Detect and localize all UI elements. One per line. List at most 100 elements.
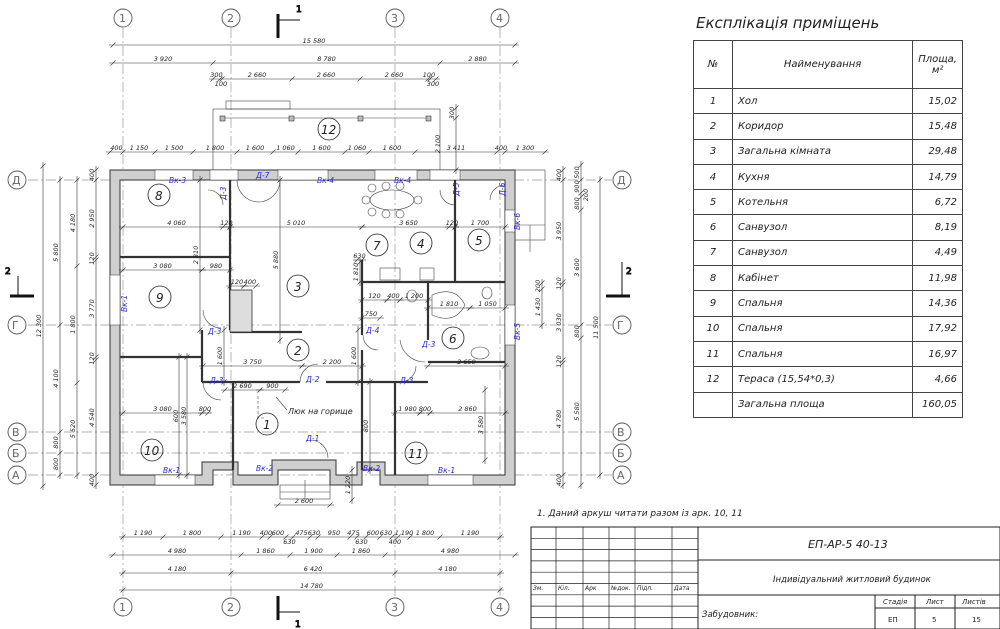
svg-text:2: 2	[227, 12, 234, 25]
axis-3-bottom: 3	[385, 597, 405, 617]
dimension-label: 200	[582, 189, 590, 201]
svg-text:3: 3	[391, 12, 398, 25]
dimension-label: 1 810	[352, 263, 360, 282]
attic-hatch-label: Люк на горище	[287, 407, 353, 416]
row-area: 15,48	[912, 113, 963, 140]
header-area: Площа, м²	[912, 40, 963, 89]
dimension-label: 120	[446, 219, 458, 227]
svg-text:А: А	[617, 469, 625, 482]
svg-text:2: 2	[5, 267, 11, 277]
title-block-column-label: Арк	[584, 585, 597, 592]
dimension-label: 4 540	[88, 408, 96, 427]
svg-text:11: 11	[408, 447, 423, 461]
dimension-label: 1 190	[232, 529, 251, 537]
dimension-label: 14 780	[300, 582, 323, 590]
room-marker-8: 8	[147, 183, 171, 207]
row-number	[693, 391, 733, 418]
dimension-label: 3 030	[555, 313, 563, 332]
dimension-label: 4 060	[167, 219, 186, 227]
door-label: Д-2	[305, 375, 320, 384]
explication-title: Експлікація приміщень	[696, 14, 880, 32]
row-area: 14,79	[912, 163, 963, 191]
dimension-label: 5 800	[52, 243, 60, 262]
row-name: Загальна площа	[731, 391, 914, 418]
dimension-label: 900	[266, 382, 278, 390]
dining-table	[369, 189, 415, 211]
door-label: Д-1	[305, 434, 319, 443]
window-label: Вк-4	[317, 176, 334, 185]
dimension-label: 1 900	[304, 547, 323, 555]
dimension-label: 4 780	[555, 410, 563, 429]
row-name: Санвузол	[731, 239, 914, 267]
dimension-label: 1 860	[256, 547, 275, 555]
dimension-label: 3 580	[180, 407, 188, 426]
shower	[431, 291, 466, 319]
stove	[419, 267, 435, 281]
axis-bubbles: 1 2 3 4 1 2 3 4 Д Г В Б А Д Г В Б А	[7, 8, 632, 617]
dimension-label: 300	[210, 71, 222, 79]
room-marker-1: 1	[255, 412, 279, 436]
dimension-label: 1 060	[276, 144, 295, 152]
svg-text:3: 3	[294, 280, 302, 294]
dimension-label: 3 750	[243, 358, 262, 366]
title-block-column-label: Дата	[673, 585, 690, 592]
svg-text:10: 10	[144, 444, 160, 458]
dimension-label: 1 150	[130, 144, 149, 152]
svg-text:А: А	[12, 469, 20, 482]
dimension-label: 2 660	[317, 71, 336, 79]
dimension-label: 400	[110, 144, 122, 152]
dimension-label: 800	[199, 405, 211, 413]
axis-V-right: В	[612, 422, 632, 442]
dimension-label: 1 600	[246, 144, 265, 152]
dimension-label: 400	[88, 169, 96, 181]
room-marker-2: 2	[286, 338, 310, 362]
svg-text:Д: Д	[617, 174, 626, 187]
row-area: 11,98	[912, 265, 963, 292]
room-markers: 1 2 3 4 5 6 7 8 9 10 11 12	[140, 117, 491, 465]
window-label: Вк-5	[513, 323, 522, 340]
axis-2-top: 2	[221, 8, 241, 28]
dimension-label: 400	[88, 474, 96, 486]
axis-1-bottom: 1	[113, 597, 133, 617]
dimension-label: 100	[215, 80, 227, 88]
dimension-label: 1 190	[134, 529, 153, 537]
door-label: Д-6	[498, 182, 507, 197]
row-area: 4,49	[912, 239, 963, 267]
sheet-note: 1. Даний аркуш читати разом із арк. 10, …	[537, 509, 743, 519]
dimension-label: 3 770	[88, 299, 96, 318]
dimension-label: 600	[172, 410, 180, 422]
dimension-label: 400	[389, 538, 401, 546]
svg-text:2: 2	[227, 601, 234, 614]
axis-B-left: Б	[7, 443, 27, 463]
axis-B-right: Б	[612, 443, 632, 463]
axis-4-bottom: 4	[490, 597, 510, 617]
svg-text:1: 1	[263, 418, 271, 432]
dimension-label: 5 580	[573, 402, 581, 421]
toilet	[481, 286, 493, 300]
svg-text:2: 2	[294, 344, 302, 358]
row-number: 6	[693, 214, 733, 241]
dimension-label: 3 080	[153, 405, 172, 413]
dimension-label: 400	[495, 144, 507, 152]
terrace	[212, 100, 441, 171]
dimension-label: 630	[380, 529, 392, 537]
dimension-label: 800	[52, 458, 60, 470]
dimension-label: 3 920	[154, 55, 173, 63]
dimension-label: 4 180	[69, 214, 77, 233]
dimension-label: 400	[387, 292, 399, 300]
dimension-label: 4 980	[168, 547, 187, 555]
door-label: Д-3	[421, 340, 436, 349]
attic-hatch-leader	[275, 396, 288, 411]
dimension-label: 800	[362, 420, 370, 432]
exterior-walls	[109, 169, 546, 486]
dimension-label: 800	[419, 405, 431, 413]
dimension-label: 2 950	[88, 209, 96, 228]
title-block-column-label: №док.	[610, 585, 631, 592]
dimension-label: 120	[555, 277, 563, 289]
dimension-label: 6 420	[304, 565, 323, 573]
dimension-label: 1 050	[478, 300, 497, 308]
window-label: Вк-4	[394, 176, 411, 185]
row-area: 14,36	[912, 290, 963, 317]
